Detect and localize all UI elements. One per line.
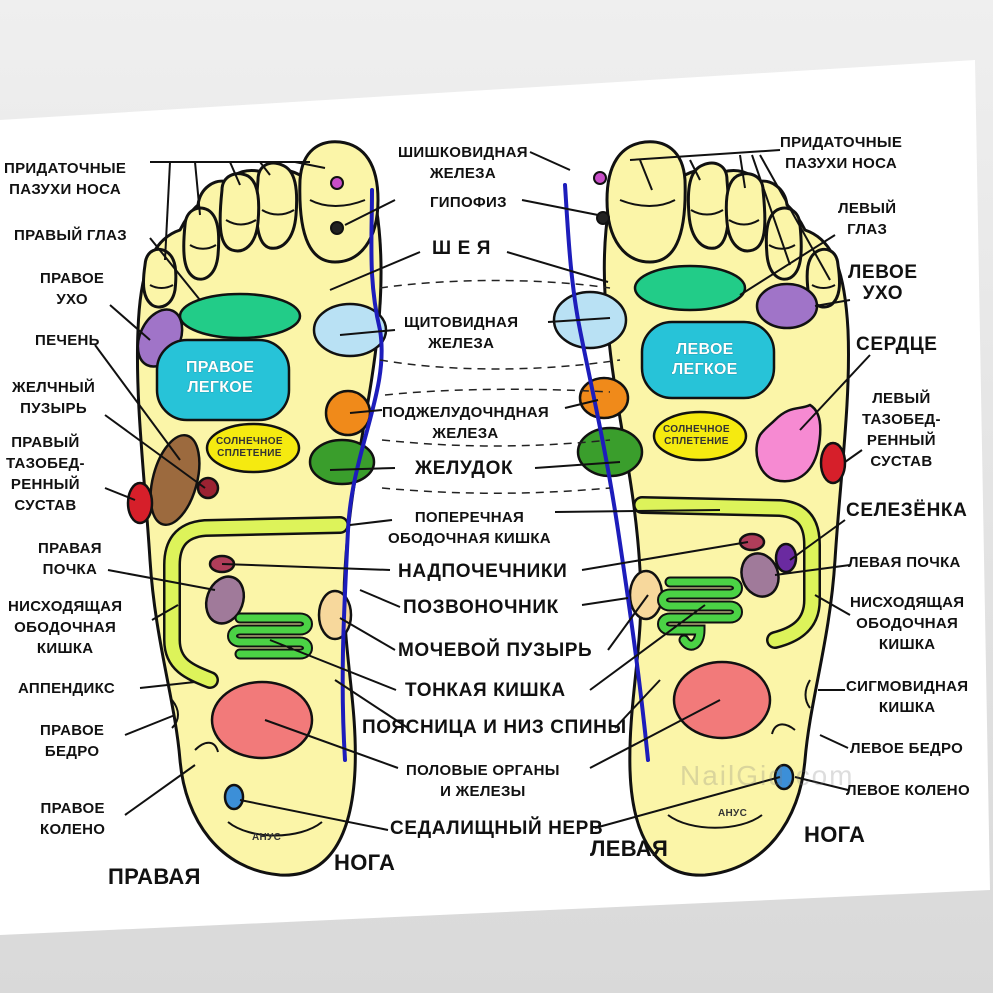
label-heart: СЕРДЦЕ: [856, 334, 938, 355]
label-left-lung: ЛЕВОЕ ЛЕГКОЕ: [672, 341, 738, 378]
label-left-ear: ЛЕВОЕ УХО: [848, 262, 918, 304]
label-right-kidney: ПРАВАЯ ПОЧКА: [38, 540, 102, 578]
left-adrenal: [738, 532, 766, 552]
label-pituitary: ГИПОФИЗ: [430, 194, 507, 211]
label-sinus-left: ПРИДАТОЧНЫЕ ПАЗУХИ НОСА: [780, 134, 903, 172]
left-toe-2: [686, 161, 730, 250]
label-right-lung: ПРАВОЕ ЛЕГКОЕ: [186, 359, 255, 396]
label-liver: ПЕЧЕНЬ: [35, 332, 100, 349]
label-right-thigh: ПРАВОЕ БЕДРО: [40, 722, 105, 760]
watermark: NailGid.com: [680, 760, 855, 791]
label-right-ear: ПРАВОЕ УХО: [40, 270, 105, 308]
label-left-eye: ЛЕВЫЙ ГЛАЗ: [838, 200, 897, 238]
label-sigmoid: СИГМОВИДНАЯ КИШКА: [846, 678, 969, 716]
left-kidney-zone: [740, 552, 780, 598]
label-pineal: ШИШКОВИДНАЯ ЖЕЛЕЗА: [398, 144, 528, 182]
label-right-hip: ПРАВЫЙ ТАЗОБЕД- РЕННЫЙ СУСТАВ: [6, 434, 85, 514]
caption-right-leg-b: НОГА: [334, 850, 396, 875]
label-gallbladder: ЖЕЛЧНЫЙ ПУЗЫРЬ: [12, 379, 96, 417]
label-right-eye: ПРАВЫЙ ГЛАЗ: [14, 227, 127, 244]
label-spine: ПОЗВОНОЧНИК: [403, 597, 559, 618]
pineal-dot-right: [330, 176, 344, 190]
label-solar-plexus-left: СОЛНЕЧНОЕ СПЛЕТЕНИЕ: [663, 424, 730, 447]
caption-right-leg-a: ПРАВАЯ: [108, 864, 201, 889]
right-toe-3: [218, 172, 261, 253]
label-sinus-right: ПРИДАТОЧНЫЕ ПАЗУХИ НОСА: [4, 160, 127, 198]
label-genitals: ПОЛОВЫЕ ОРГАНЫ И ЖЕЛЕЗЫ: [406, 762, 560, 800]
label-left-thigh: ЛЕВОЕ БЕДРО: [850, 740, 964, 757]
left-toe-3: [724, 172, 767, 253]
right-toe-5: [142, 247, 178, 309]
label-left-knee: ЛЕВОЕ КОЛЕНО: [846, 782, 970, 799]
label-small-intestine: ТОНКАЯ КИШКА: [405, 680, 566, 701]
caption-left-leg-a: ЛЕВАЯ: [590, 836, 669, 861]
genitals-left: [672, 660, 772, 740]
pancreas-left: [578, 376, 630, 420]
label-sciatic: СЕДАЛИЩНЫЙ НЕРВ: [390, 818, 604, 839]
pituitary-dot-left: [596, 211, 610, 225]
label-adrenals: НАДПОЧЕЧНИКИ: [398, 561, 568, 582]
left-lung-zone: [640, 320, 776, 400]
label-anus-right: АНУС: [252, 832, 282, 843]
label-descending-colon-right: НИСХОДЯЩАЯ ОБОДОЧНАЯ КИШКА: [8, 598, 123, 657]
right-toe-2: [255, 161, 299, 250]
left-ear-zone: [755, 282, 819, 330]
right-kidney-zone: [204, 575, 246, 625]
solar-plexus-left: [652, 410, 748, 462]
label-stomach: ЖЕЛУДОК: [415, 458, 514, 479]
label-appendix: АППЕНДИКС: [18, 680, 115, 697]
right-hip-zone: [126, 481, 154, 525]
label-neck: Ш Е Я: [432, 238, 491, 259]
right-big-toe: [298, 140, 380, 264]
spleen-zone: [774, 542, 798, 574]
solar-plexus-right: [205, 422, 301, 474]
left-knee-zone: [773, 763, 795, 791]
label-anus-left: АНУС: [718, 808, 748, 819]
label-bladder: МОЧЕВОЙ ПУЗЫРЬ: [398, 640, 593, 661]
stomach-left: [576, 426, 644, 478]
right-eye-zone: [178, 292, 302, 340]
liver-dot: [196, 476, 220, 500]
right-knee-zone: [223, 783, 245, 811]
right-toe-4: [182, 206, 221, 281]
label-lower-back: ПОЯСНИЦА И НИЗ СПИНЫ: [362, 717, 627, 738]
left-hip-zone: [819, 441, 847, 485]
pineal-dot-left: [593, 171, 607, 185]
right-lung-zone: [155, 338, 291, 422]
caption-left-leg-b: НОГА: [804, 822, 866, 847]
label-right-knee: ПРАВОЕ КОЛЕНО: [40, 800, 106, 838]
label-transverse-colon: ПОПЕРЕЧНАЯ ОБОДОЧНАЯ КИШКА: [388, 509, 551, 547]
label-spleen: СЕЛЕЗЁНКА: [846, 500, 968, 521]
genitals-right: [210, 680, 314, 760]
left-eye-zone: [633, 264, 747, 312]
label-left-hip: ЛЕВЫЙ ТАЗОБЕД- РЕННЫЙ СУСТАВ: [862, 390, 941, 470]
pituitary-dot-right: [330, 221, 344, 235]
label-solar-plexus-right: СОЛНЕЧНОЕ СПЛЕТЕНИЕ: [216, 436, 283, 459]
label-pancreas: ПОДЖЕЛУДОЧНДНАЯ ЖЕЛЕЗА: [382, 404, 549, 442]
left-big-toe: [605, 140, 687, 264]
spine-left: [563, 183, 650, 762]
pancreas-right: [324, 389, 372, 437]
label-left-kidney: ЛЕВАЯ ПОЧКА: [848, 554, 961, 571]
label-descending-colon-left: НИСХОДЯЩАЯ ОБОДОЧНАЯ КИШКА: [850, 594, 965, 653]
label-thyroid: ЩИТОВИДНАЯ ЖЕЛЕЗА: [404, 314, 519, 352]
